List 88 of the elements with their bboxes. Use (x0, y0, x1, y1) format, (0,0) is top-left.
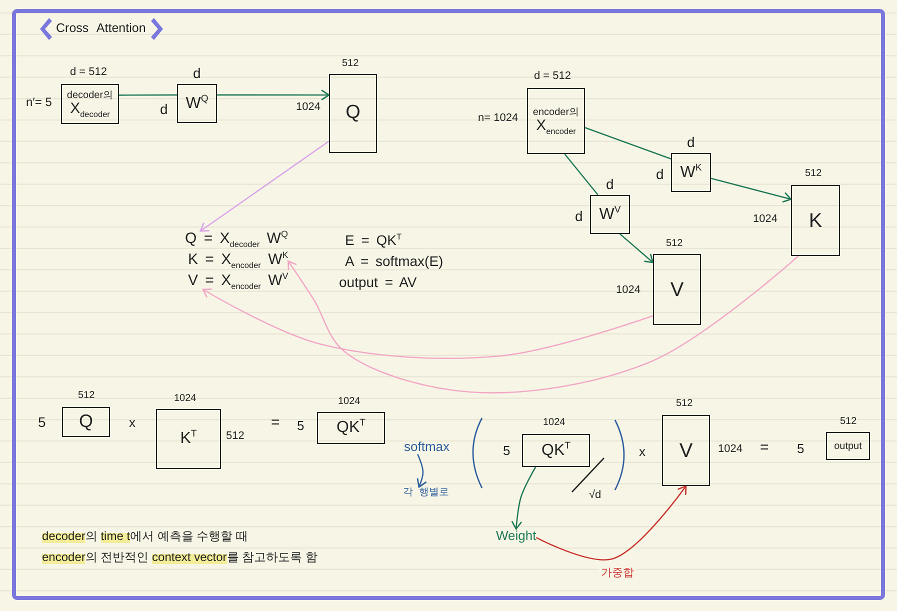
matrix-box (329, 74, 377, 153)
divisor-label: √d (589, 489, 602, 502)
dimension-label: d = 512 (534, 70, 572, 83)
matrix-label: X$_{encoder}$ (536, 118, 576, 135)
matrix-label: W$^{V}$ (599, 206, 621, 224)
matrix-box (61, 84, 119, 124)
matrix-label: W$^{Q}$ (186, 94, 208, 112)
dimension-label: n′= 5 (26, 96, 52, 110)
dimension-label: d = 512 (70, 66, 108, 79)
matrix-label: output (834, 440, 862, 452)
dimension-label: d (656, 166, 664, 182)
dimension-label: 5 (297, 419, 304, 434)
arrow (288, 256, 799, 394)
dimension-label: 512 (226, 430, 244, 443)
connector-line (564, 154, 598, 196)
arrow (536, 485, 687, 560)
matrix-box (177, 84, 217, 123)
matrix-box (527, 88, 585, 154)
dimension-label: 512 (78, 390, 95, 402)
formula: E = QK$^{T}$ (345, 232, 402, 248)
dimension-label: d (575, 208, 583, 224)
matrix-box (522, 434, 590, 467)
dimension-label: 512 (840, 416, 857, 428)
arrow (620, 234, 654, 264)
matrix-label: Q (78, 412, 93, 432)
formula: K = X$_{encoder}$ W$^{K}$ (188, 252, 288, 268)
arrow (416, 454, 427, 488)
matrix-label: X$_{decoder}$ (70, 101, 110, 118)
edge-label: 가중합 (599, 567, 636, 580)
matrix-box (671, 153, 711, 192)
arrow (202, 288, 654, 359)
matrix-box (653, 254, 701, 325)
matrix-box (791, 185, 840, 256)
dimension-label: 5 (38, 414, 46, 430)
connector-line (584, 126, 672, 160)
matrix-caption: encoder의 (532, 107, 580, 118)
formula: output = AV (339, 274, 417, 290)
dimension-label: d (687, 134, 695, 150)
matrix-box (317, 412, 385, 444)
dimension-label: 512 (342, 58, 359, 70)
dimension-label: d (606, 176, 614, 192)
matrix-label: Q (346, 103, 360, 124)
operator: = (271, 414, 280, 432)
annotation: 각 행별로 (403, 487, 449, 498)
matrix-caption: decoder의 (66, 90, 114, 102)
function-name: softmax (404, 440, 450, 454)
matrix-box (62, 407, 110, 437)
formula: A = softmax(E) (345, 253, 444, 270)
dimension-label: 1024 (543, 417, 566, 428)
matrix-label: W$^{K}$ (680, 164, 702, 182)
matrix-label: V (670, 278, 684, 300)
dimension-label: 5 (797, 442, 804, 457)
formula: Q = X$_{decoder}$ W$^{Q}$ (185, 231, 288, 248)
dimension-label: 512 (666, 238, 683, 250)
arrow (200, 140, 330, 232)
matrix-label: K$^{T}$ (180, 430, 197, 448)
arrow (217, 90, 330, 100)
matrix-box (662, 415, 710, 486)
dimension-label: 1024 (174, 393, 196, 404)
matrix-box (156, 409, 221, 469)
formula: V = X$_{encoder}$ W$^{V}$ (188, 273, 288, 290)
matrix-label: K (808, 210, 822, 232)
title: Cross Attention (56, 21, 146, 36)
connector-line (119, 94, 177, 96)
dimension-label: 1024 (296, 101, 320, 114)
note-text: decoder의 time t에서 예측을 수행할 때 (42, 530, 248, 544)
dimension-label: n= 1024 (478, 112, 518, 125)
operator: = (760, 439, 769, 456)
dimension-label: 5 (503, 444, 510, 459)
dimension-label: 1024 (616, 284, 640, 297)
matrix-label: QK$^{T}$ (336, 419, 366, 437)
dimension-label: 1024 (338, 396, 360, 408)
matrix-label: QK$^{T}$ (542, 442, 570, 460)
matrix-label: V (679, 440, 693, 462)
dimension-label: d (193, 65, 201, 82)
arrow (512, 466, 536, 530)
arrow (710, 178, 792, 202)
dimension-label: 1024 (718, 443, 742, 456)
matrix-box (590, 195, 630, 234)
dimension-label: 512 (676, 398, 693, 410)
note-text: encoder의 전반적인 context vector를 참고하도록 함 (42, 551, 318, 565)
dimension-label: 1024 (753, 213, 778, 226)
annotation: Weight (496, 529, 536, 544)
operator: x (639, 445, 646, 460)
dimension-label: d (160, 101, 168, 118)
matrix-box (826, 432, 870, 460)
operator: x (129, 416, 136, 431)
dimension-label: 512 (805, 168, 822, 180)
